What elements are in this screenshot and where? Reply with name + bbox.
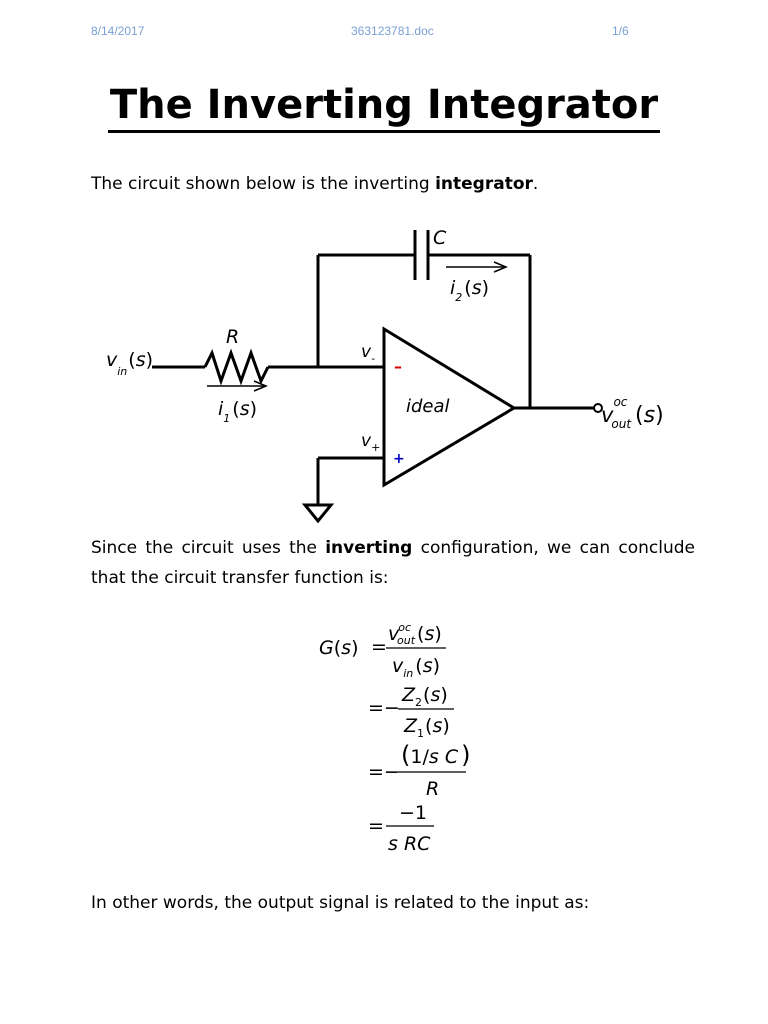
v-plus-label: v+: [361, 431, 380, 454]
output-paragraph: In other words, the output signal is rel…: [91, 893, 590, 913]
eq-G: G(s): [319, 637, 358, 659]
header-page: 1/6: [612, 24, 629, 38]
eq-minus-one: −1: [399, 802, 427, 824]
resistor-label: R: [226, 326, 239, 348]
eq-equals-3: =−: [368, 761, 400, 783]
integrator-circuit: C R ideal i2(s) i1(s) vin(s) v- v+ – + v…: [106, 227, 664, 524]
eq-sRC: s RC: [388, 833, 431, 855]
transfer-paragraph: Since the circuit uses the inverting con…: [91, 533, 695, 593]
opamp-label: ideal: [406, 396, 450, 417]
output-terminal: [593, 403, 603, 413]
intro-end: .: [532, 174, 539, 194]
title-text: The Inverting Integrator: [107, 82, 661, 133]
para2-end: configuration, we can conclude that the …: [91, 538, 695, 588]
opamp-minus-sign: –: [394, 357, 402, 376]
vin-label: vin(s): [106, 349, 153, 378]
intro-paragraph: The circuit shown below is the inverting…: [91, 169, 695, 199]
opamp-triangle: [382, 326, 517, 488]
capacitor-label: C: [433, 227, 447, 249]
eq-equals-4: =: [368, 815, 384, 837]
eq-R: R: [426, 778, 439, 800]
eq-equals-2: =−: [368, 697, 400, 719]
resistor: [203, 348, 270, 386]
eq-vin: vin(s): [392, 655, 440, 680]
header-date: 8/14/2017: [91, 24, 145, 38]
eq-equals-1: =: [371, 636, 387, 658]
para2-text: Since the circuit uses the: [91, 538, 326, 558]
intro-bold: integrator: [435, 174, 533, 194]
eq-one-over-sC: (1/s C): [401, 741, 470, 769]
intro-text: The circuit shown below is the inverting: [91, 174, 436, 194]
para2-bold: inverting: [325, 538, 413, 558]
header-filename: 363123781.doc: [351, 24, 434, 38]
ground-symbol: [301, 503, 335, 524]
v-minus-label: v-: [361, 342, 375, 365]
page-title: The Inverting Integrator: [0, 82, 768, 133]
i1-label: i1(s): [218, 398, 257, 425]
opamp-plus-sign: +: [393, 451, 405, 467]
i2-label: i2(s): [450, 277, 489, 304]
eq-Z2: Z2(s): [401, 684, 448, 709]
eq-Z1: Z1(s): [403, 715, 450, 740]
